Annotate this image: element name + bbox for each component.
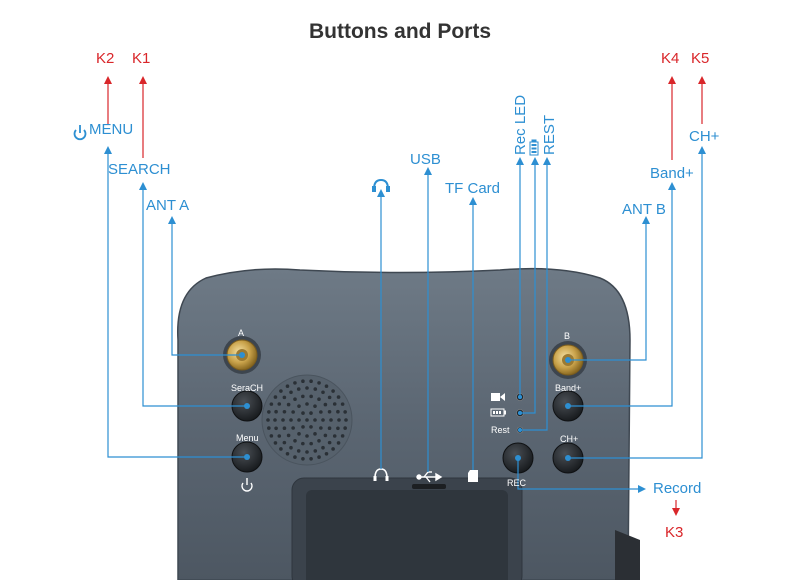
power-icon [73, 125, 87, 141]
callout-rest: REST [541, 114, 558, 155]
device-label-rec: REC [507, 478, 527, 488]
camera-icon [491, 393, 505, 401]
key-k1: K1 [132, 50, 151, 67]
callout-ant-b: ANT B [622, 201, 666, 218]
key-arrows [104, 76, 706, 516]
callout-ant-a: ANT A [146, 197, 190, 214]
usb-icon [416, 471, 443, 483]
headphone-callout-icon [372, 178, 390, 192]
power-icon-device [241, 478, 253, 492]
callout-lines [107, 152, 703, 490]
screen [306, 490, 508, 580]
device-label-band-plus: Band+ [555, 383, 582, 393]
device-label-serach: SeraCH [231, 383, 264, 393]
search-button[interactable] [232, 391, 262, 421]
callout-usb: USB [410, 151, 441, 168]
device-label-ch-plus: CH+ [560, 434, 579, 444]
key-k3: K3 [665, 524, 684, 541]
band-plus-button[interactable] [553, 391, 583, 421]
side-clip [615, 530, 640, 580]
key-k5: K5 [691, 50, 710, 67]
key-k4: K4 [661, 50, 680, 67]
menu-button[interactable] [232, 442, 262, 472]
callout-band-plus: Band+ [650, 165, 694, 182]
page-title: Buttons and Ports [309, 20, 491, 43]
device-label-b: B [564, 331, 571, 341]
ch-plus-button[interactable] [553, 443, 583, 473]
sd-card-icon [468, 470, 478, 482]
key-k2: K2 [96, 50, 115, 67]
device-label-menu: Menu [236, 433, 259, 443]
callout-record: Record [653, 480, 702, 497]
battery-callout-icon [529, 139, 539, 156]
callout-search: SEARCH [108, 161, 171, 178]
speaker-grille [261, 374, 353, 466]
callout-rec-led: Rec LED [512, 94, 529, 155]
device-label-a: A [238, 328, 245, 338]
callout-dots [239, 352, 571, 461]
rec-button[interactable] [503, 443, 533, 473]
usb-port-slot [412, 484, 446, 489]
battery-icon [490, 408, 506, 417]
callout-ch-plus: CH+ [689, 128, 720, 145]
callout-menu: MENU [89, 121, 134, 138]
device-label-rest: Rest [491, 425, 510, 435]
callout-tf-card: TF Card [445, 180, 501, 197]
callout-arrowheads [104, 146, 706, 493]
